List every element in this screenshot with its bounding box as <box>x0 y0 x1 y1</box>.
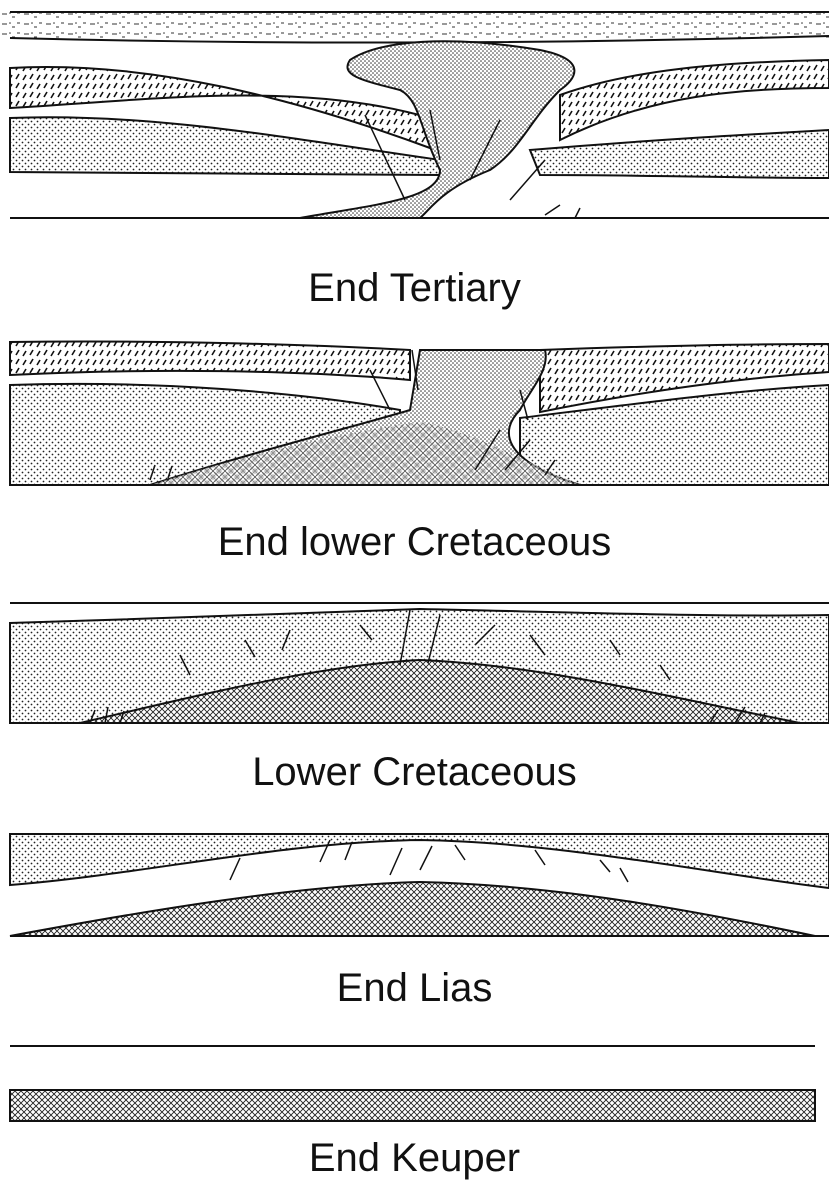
diagram-end-tertiary <box>0 0 829 240</box>
stage-label-end-lias: End Lias <box>0 968 829 1008</box>
stage-label-lower-cretaceous: Lower Cretaceous <box>0 752 829 792</box>
cross-section-end-lower-cretaceous <box>0 330 829 500</box>
stage-label-end-lower-cretaceous: End lower Cretaceous <box>0 522 829 562</box>
cross-section-end-tertiary <box>0 0 829 240</box>
diagram-lower-cretaceous <box>0 595 829 735</box>
diagram-end-lias <box>0 820 829 945</box>
cross-section-end-keuper <box>0 1040 829 1125</box>
cross-section-lower-cretaceous <box>0 595 829 735</box>
diagram-end-keuper <box>0 1040 829 1125</box>
cross-section-end-lias <box>0 820 829 945</box>
diagram-end-lower-cretaceous <box>0 330 829 500</box>
stage-label-end-keuper: End Keuper <box>0 1138 829 1178</box>
stage-label-end-tertiary: End Tertiary <box>0 268 829 308</box>
